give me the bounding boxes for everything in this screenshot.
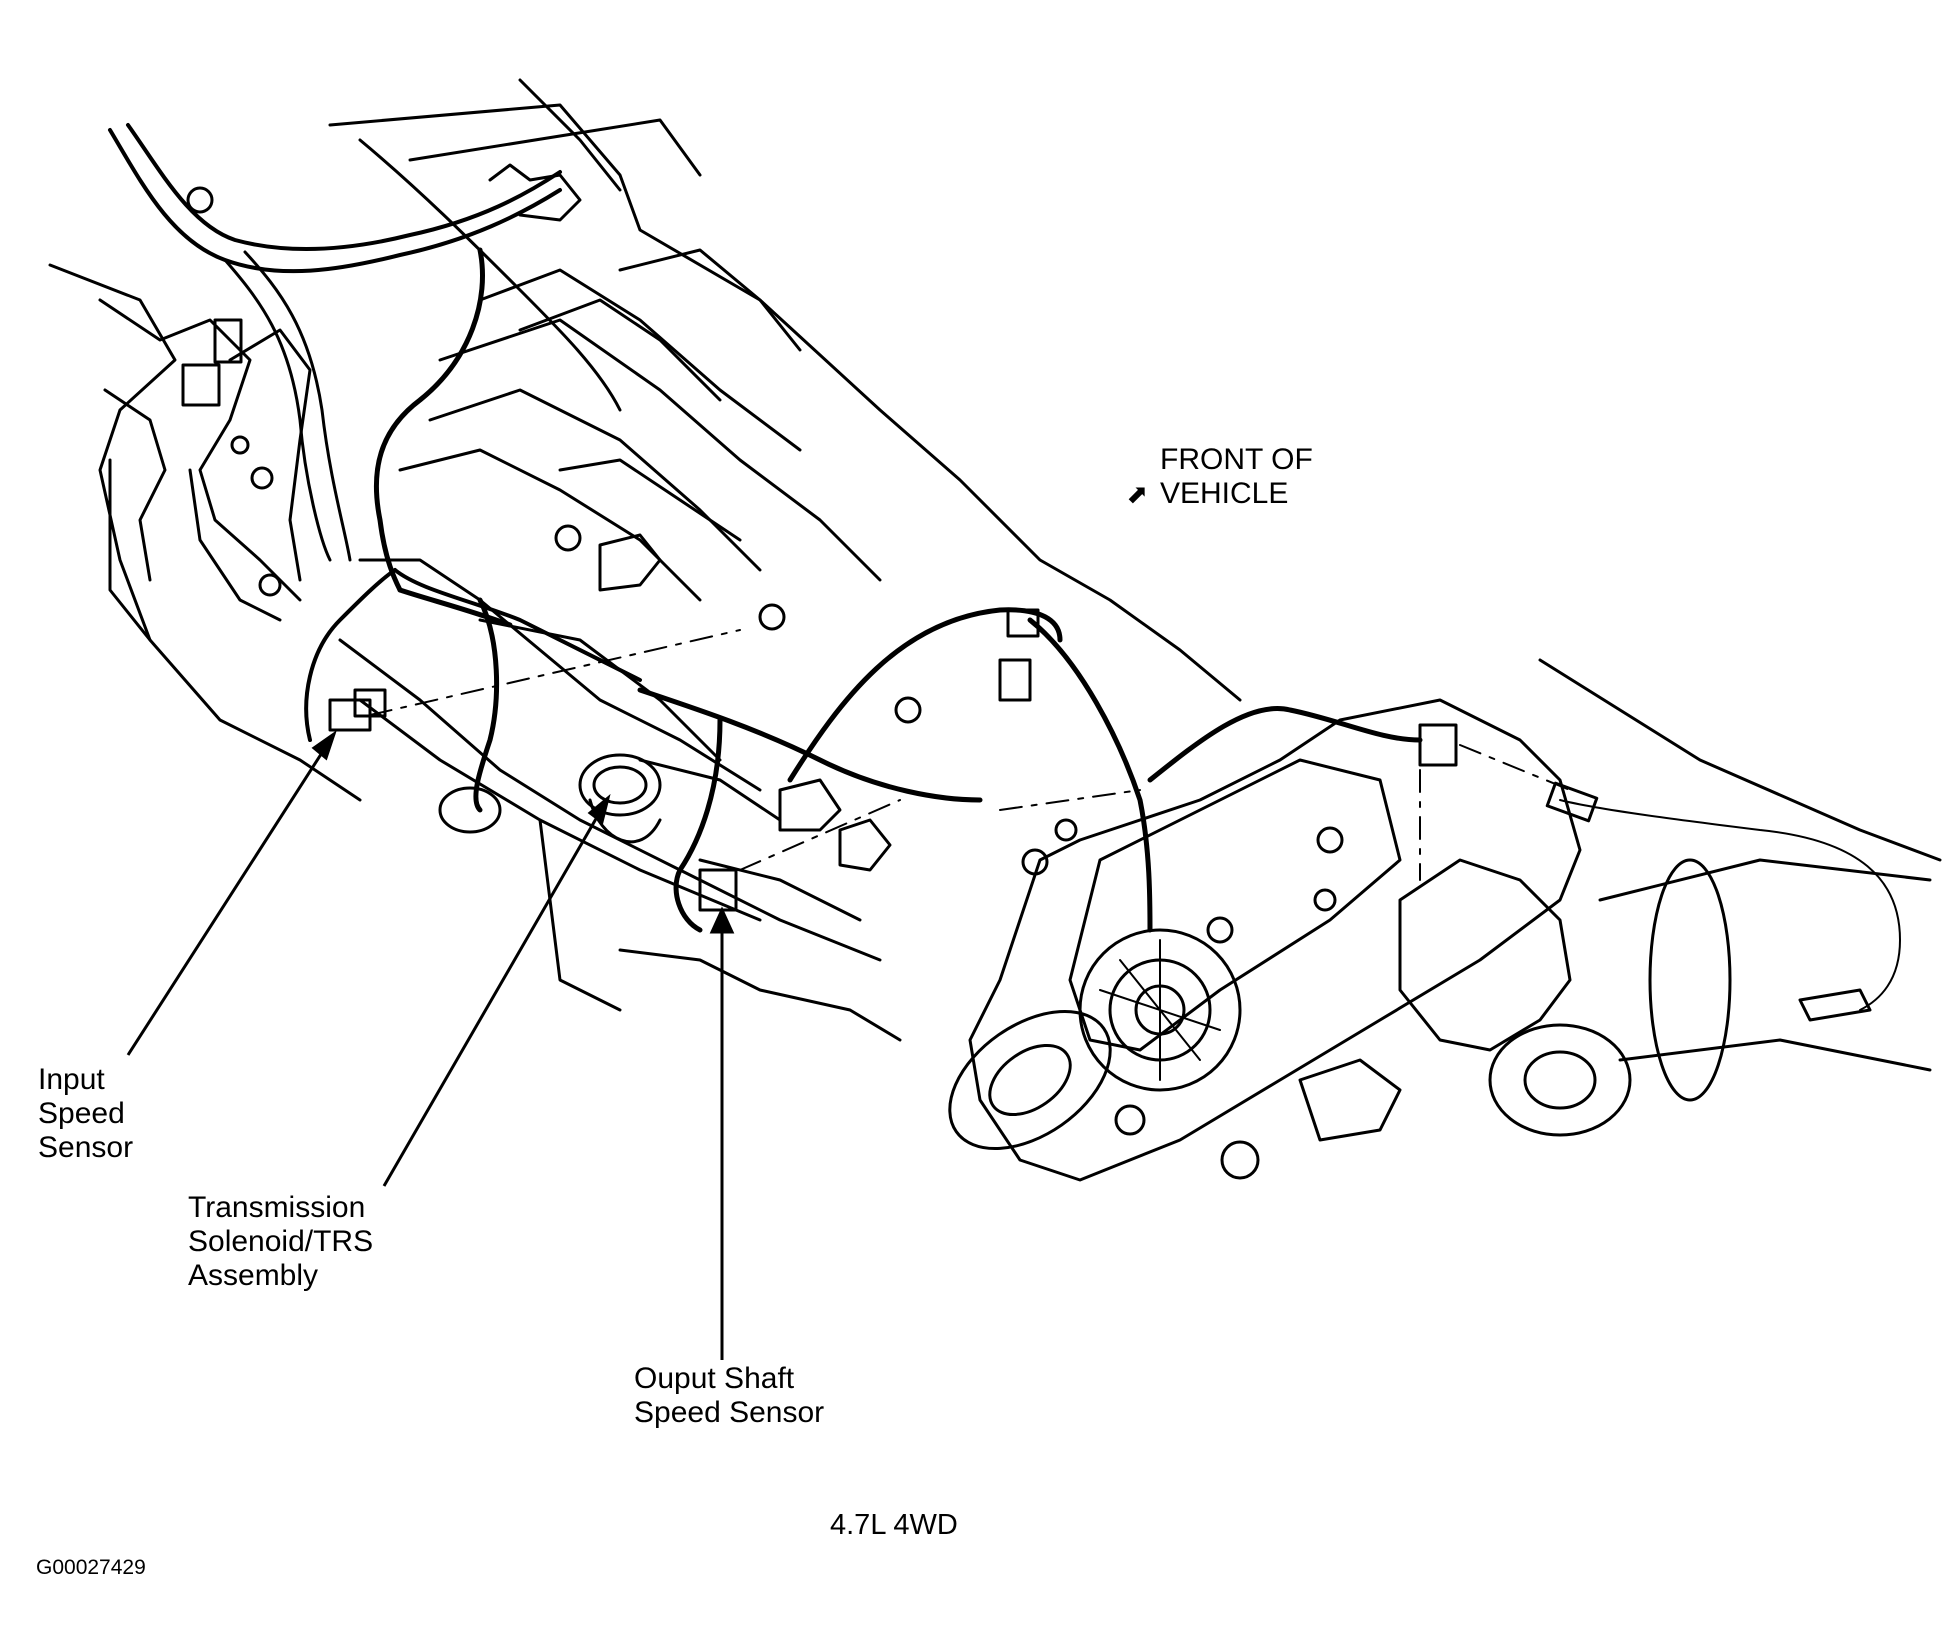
transmission-case-drawing (328, 78, 1242, 1042)
engine-block-drawing (48, 263, 362, 802)
driveshaft-drawing (1538, 658, 1942, 1102)
cooler-hose-drawing (108, 123, 582, 562)
figure-caption: 4.7L 4WD (830, 1509, 958, 1541)
figure-id: G00027429 (36, 1556, 146, 1579)
transfer-case-drawing (948, 698, 1632, 1182)
transmission-solenoid-line2: Solenoid/TRS (188, 1225, 374, 1258)
output-shaft-sensor-arrowhead (709, 906, 735, 934)
input-speed-sensor-line2: Speed (38, 1097, 125, 1130)
input-speed-sensor-label: Input Speed Sensor (38, 1063, 133, 1165)
output-shaft-speed-sensor-label: Ouput Shaft Speed Sensor (634, 1362, 824, 1430)
input-speed-sensor-line3: Sensor (38, 1131, 134, 1164)
wiring-harness-drawing (373, 247, 1458, 933)
transmission-solenoid-label: Transmission Solenoid/TRS Assembly (188, 1191, 373, 1293)
front-of-vehicle-line2: VEHICLE (1160, 477, 1289, 510)
input-speed-sensor-arrowhead (311, 730, 337, 761)
transmission-solenoid-line1: Transmission (188, 1191, 366, 1224)
dashed-leaders-drawing (369, 629, 1571, 881)
output-shaft-line2: Speed Sensor (634, 1396, 825, 1429)
solenoid-arrowhead (587, 793, 611, 825)
solenoid-assembly-drawing (578, 753, 662, 844)
input-speed-sensor-line1: Input (38, 1063, 105, 1096)
front-of-vehicle-label: FRONT OF VEHICLE ➡ (1119, 443, 1313, 512)
output-shaft-line1: Ouput Shaft (634, 1362, 795, 1395)
front-of-vehicle-line1: FRONT OF (1160, 443, 1313, 476)
callout-lines (126, 730, 735, 1360)
transmission-solenoid-line3: Assembly (188, 1259, 319, 1292)
